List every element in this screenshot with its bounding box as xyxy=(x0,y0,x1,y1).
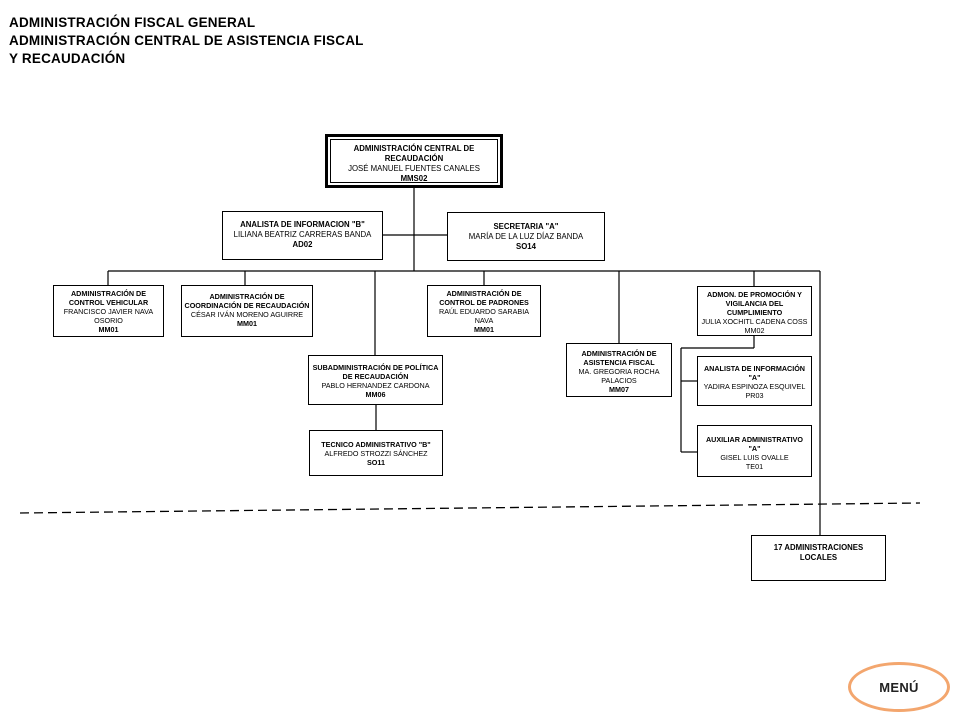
menu-button[interactable]: MENÚ xyxy=(848,662,950,712)
node-asistencia: ADMINISTRACIÓN DE ASISTENCIA FISCAL MA. … xyxy=(566,343,672,397)
node-padrones: ADMINISTRACIÓN DE CONTROL DE PADRONES RA… xyxy=(427,285,541,337)
node-analista-a: ANALISTA DE INFORMACIÓN "A" YADIRA ESPIN… xyxy=(697,356,812,406)
node-coordinacion: ADMINISTRACIÓN DE COORDINACIÓN DE RECAUD… xyxy=(181,285,313,337)
menu-button-label: MENÚ xyxy=(879,679,919,695)
node-analista-b: ANALISTA DE INFORMACION "B" LILIANA BEAT… xyxy=(222,211,383,260)
header-line-3: Y RECAUDACIÓN xyxy=(9,51,126,66)
dashed-separator xyxy=(19,502,921,514)
node-locales: 17 ADMINISTRACIONES LOCALES xyxy=(751,535,886,581)
node-promocion: ADMON. DE PROMOCIÓN Y VIGILANCIA DEL CUM… xyxy=(697,286,812,336)
node-auxiliar-a: AUXILIAR ADMINISTRATIVO "A" GISEL LUIS O… xyxy=(697,425,812,477)
header-line-2: ADMINISTRACIÓN CENTRAL DE ASISTENCIA FIS… xyxy=(9,33,364,48)
node-politica: SUBADMINISTRACIÓN DE POLÍTICA DE RECAUDA… xyxy=(308,355,443,405)
node-root: ADMINISTRACIÓN CENTRAL DE RECAUDACIÓN JO… xyxy=(325,134,503,188)
header-line-1: ADMINISTRACIÓN FISCAL GENERAL xyxy=(9,15,256,30)
page-header: ADMINISTRACIÓN FISCAL GENERAL ADMINISTRA… xyxy=(9,14,364,68)
node-tecnico-b: TECNICO ADMINISTRATIVO "B" ALFREDO STROZ… xyxy=(309,430,443,476)
node-secretaria-a: SECRETARIA "A" MARÍA DE LA LUZ DÍAZ BAND… xyxy=(447,212,605,261)
node-control-vehicular: ADMINISTRACIÓN DE CONTROL VEHICULAR FRAN… xyxy=(53,285,164,337)
